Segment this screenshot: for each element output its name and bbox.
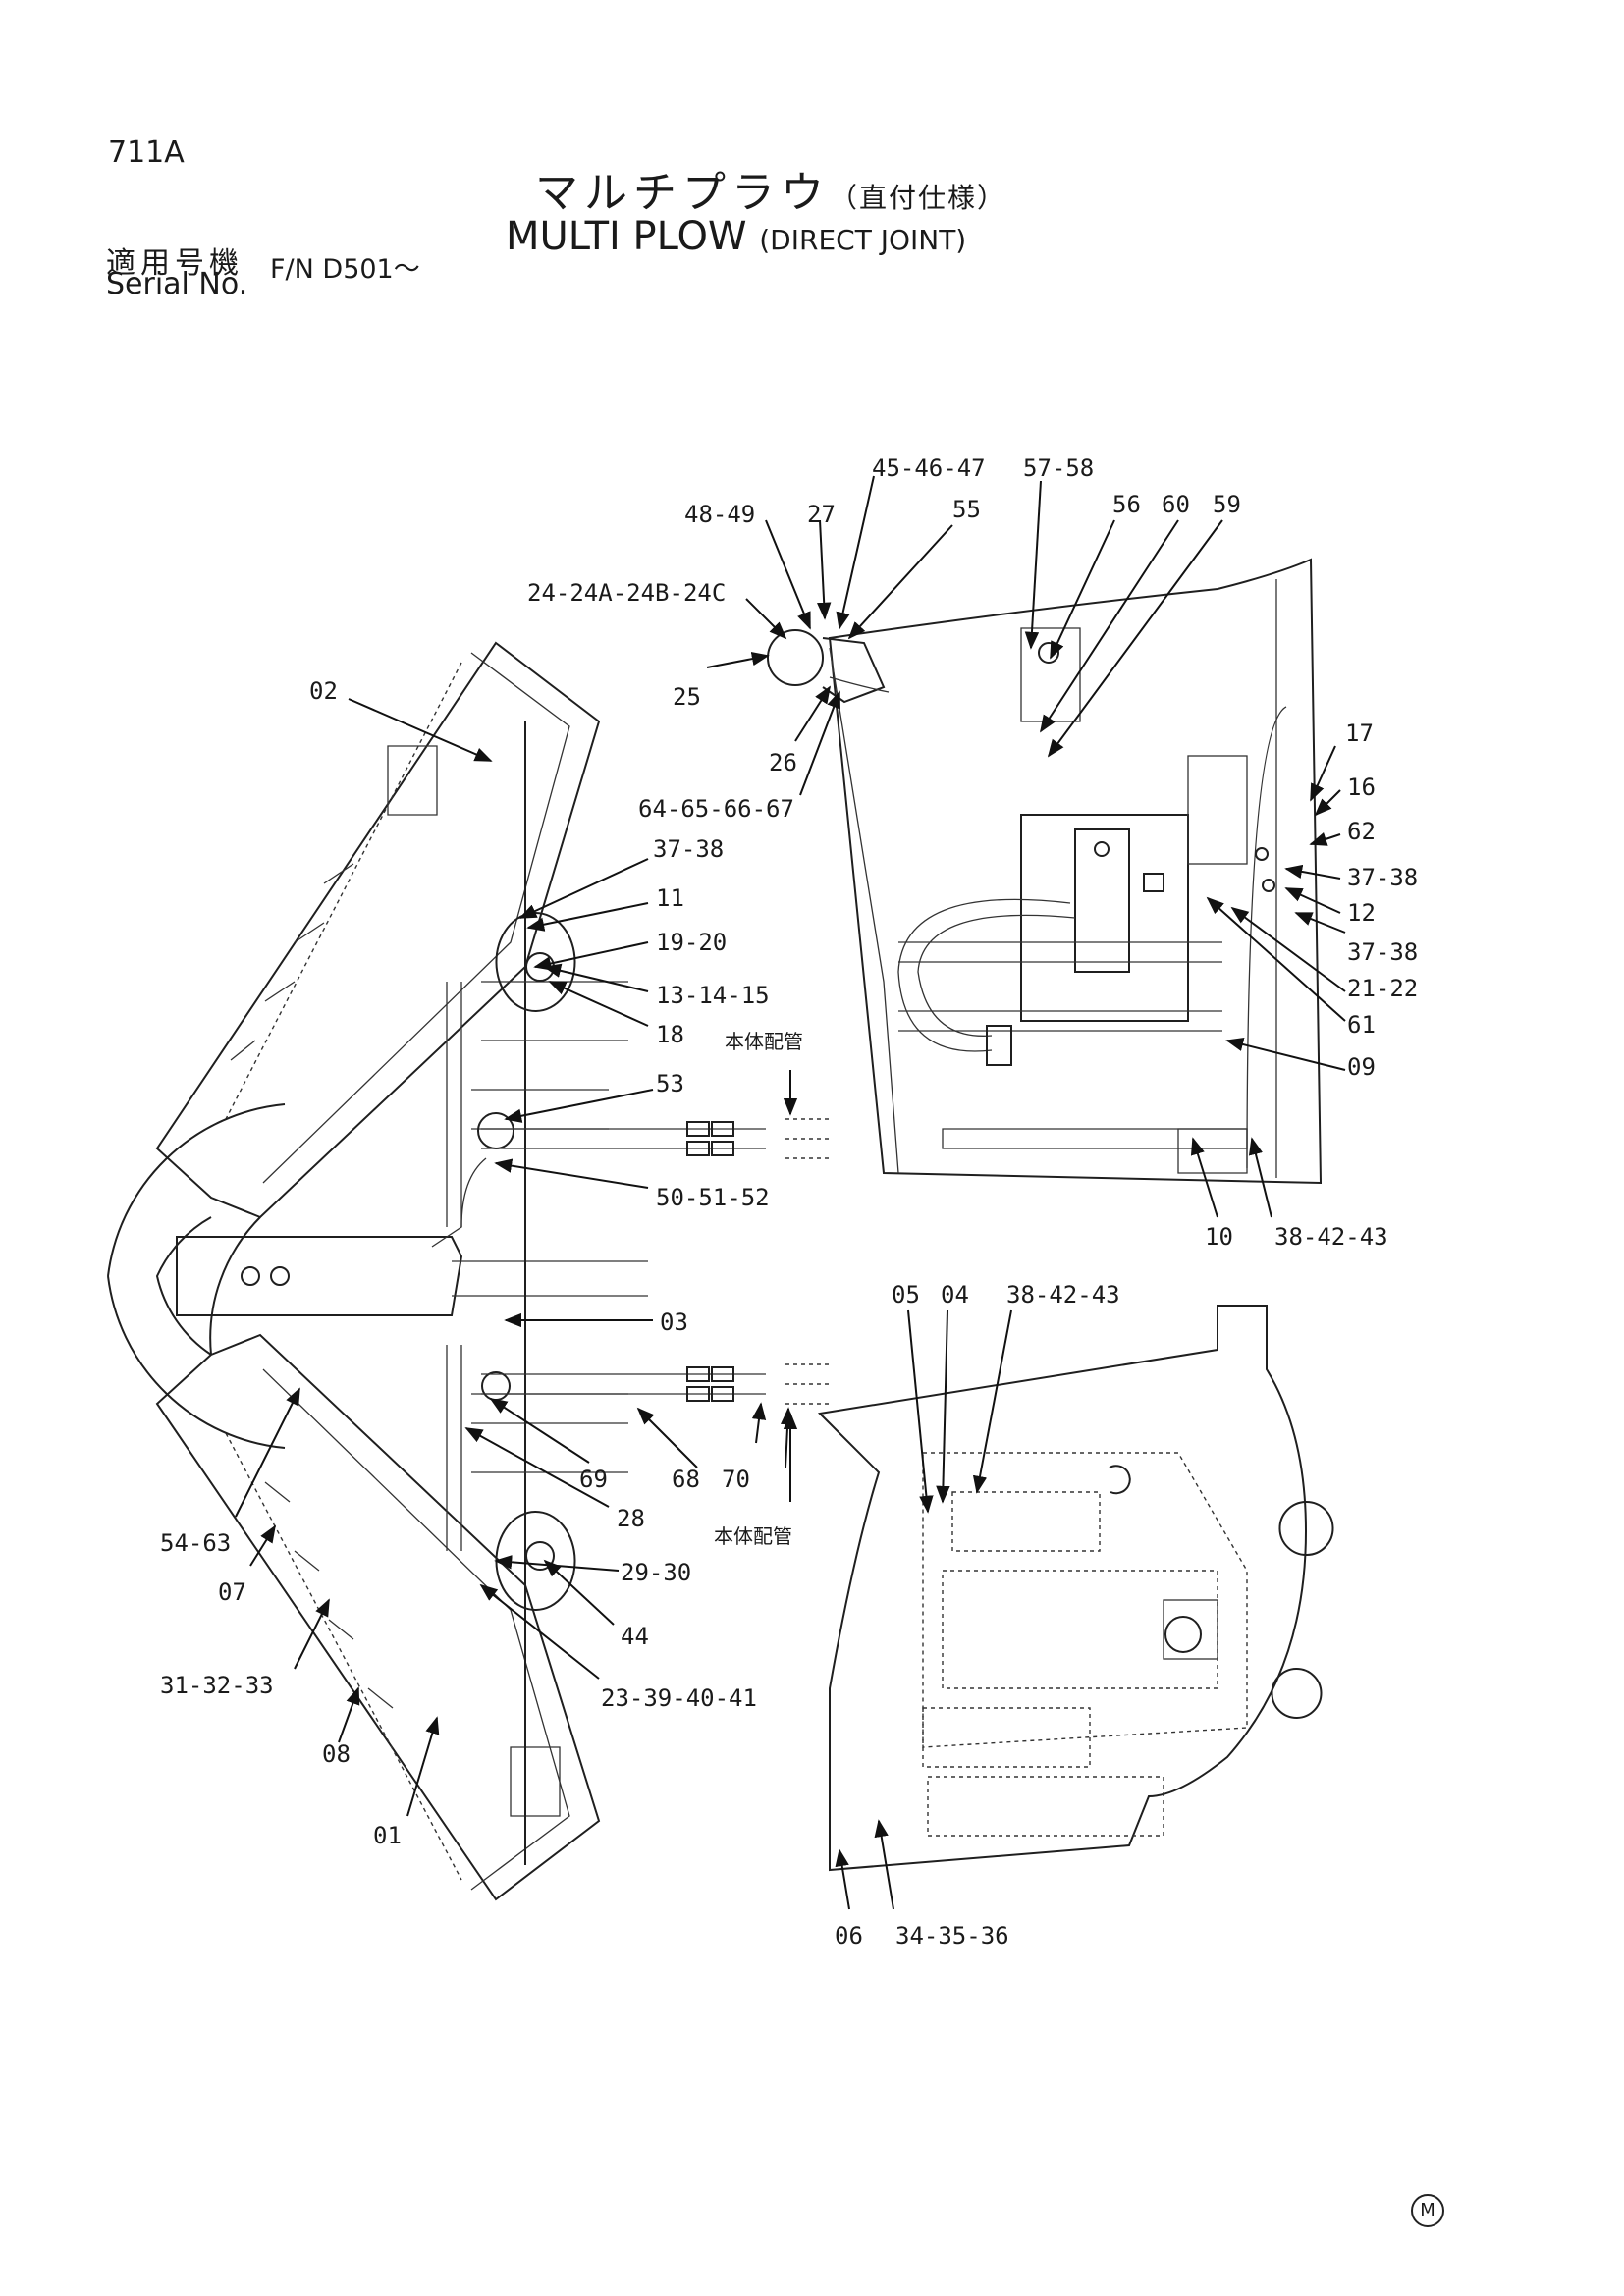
callout-23-39-40-41: 23-39-40-41 <box>601 1684 757 1712</box>
callout-37-38-right-upper: 37-38 <box>1347 864 1418 891</box>
callout-24-24A-24B-24C: 24-24A-24B-24C <box>527 579 726 607</box>
callout-labels: 02 37-38 11 19-20 13-14-15 18 本体配管 53 50… <box>160 454 1418 1949</box>
callout-28: 28 <box>617 1505 645 1532</box>
label-body-piping-top: 本体配管 <box>725 1030 803 1053</box>
callout-50-51-52: 50-51-52 <box>656 1184 770 1211</box>
callout-62: 62 <box>1347 818 1376 845</box>
serial-value: F/N D501～ <box>270 254 420 285</box>
callout-57-58: 57-58 <box>1023 454 1094 482</box>
callout-21-22: 21-22 <box>1347 975 1418 1002</box>
plow-rear-view <box>767 558 1323 1185</box>
callout-16: 16 <box>1347 774 1376 801</box>
title-en-sub: (DIRECT JOINT) <box>759 224 967 256</box>
callout-54-63: 54-63 <box>160 1529 231 1557</box>
callout-68: 68 <box>672 1466 700 1493</box>
callout-26: 26 <box>769 749 797 776</box>
callout-05: 05 <box>892 1281 920 1308</box>
callout-31-32-33: 31-32-33 <box>160 1672 274 1699</box>
callout-69: 69 <box>579 1466 608 1493</box>
callout-11: 11 <box>656 884 684 912</box>
callout-18: 18 <box>656 1021 684 1048</box>
callout-03: 03 <box>660 1308 688 1336</box>
callout-64-65-66-67: 64-65-66-67 <box>638 795 794 823</box>
callout-34-35-36: 34-35-36 <box>895 1922 1009 1949</box>
title-english: MULTI PLOW (DIRECT JOINT) <box>506 214 966 259</box>
callout-04: 04 <box>941 1281 969 1308</box>
page-code: 711A <box>108 135 185 170</box>
callout-55: 55 <box>952 496 981 523</box>
callout-07: 07 <box>218 1578 246 1606</box>
callout-12: 12 <box>1347 899 1376 927</box>
callout-10: 10 <box>1205 1223 1233 1251</box>
callout-13-14-15: 13-14-15 <box>656 982 770 1009</box>
callout-48-49: 48-49 <box>684 501 755 528</box>
callout-01: 01 <box>373 1822 402 1849</box>
title-ja-main: マルチプラウ <box>535 168 830 218</box>
callout-53: 53 <box>656 1070 684 1097</box>
callout-61: 61 <box>1347 1011 1376 1039</box>
callout-38-42-43-lower: 38-42-43 <box>1006 1281 1120 1308</box>
callout-45-46-47: 45-46-47 <box>872 454 986 482</box>
plow-side-view <box>817 1305 1334 1872</box>
serial-label-ja: 適用号機 <box>106 246 244 281</box>
callout-60: 60 <box>1162 491 1190 518</box>
leader-lines <box>235 475 1346 1910</box>
title-en-main: MULTI PLOW <box>506 214 747 259</box>
callout-17: 17 <box>1345 720 1374 747</box>
callout-27: 27 <box>807 501 836 528</box>
callout-25: 25 <box>673 683 701 711</box>
circled-m-mark: M <box>1411 2194 1444 2227</box>
callout-02: 02 <box>309 677 338 705</box>
callout-06: 06 <box>835 1922 863 1949</box>
callout-37-38-left: 37-38 <box>653 835 724 863</box>
title-japanese: マルチプラウ（直付仕様） <box>535 157 1006 220</box>
callout-08: 08 <box>322 1740 351 1768</box>
label-body-piping-bottom: 本体配管 <box>714 1524 792 1548</box>
callout-38-42-43-upper: 38-42-43 <box>1274 1223 1388 1251</box>
serial-label-en: Serial No. <box>106 267 248 301</box>
callout-70: 70 <box>722 1466 750 1493</box>
callout-37-38-right-lower: 37-38 <box>1347 938 1418 966</box>
title-ja-sub: （直付仕様） <box>830 182 1007 214</box>
callout-59: 59 <box>1213 491 1241 518</box>
callout-44: 44 <box>621 1623 649 1650</box>
callout-56: 56 <box>1112 491 1141 518</box>
callout-19-20: 19-20 <box>656 929 727 956</box>
callout-29-30: 29-30 <box>621 1559 691 1586</box>
callout-09: 09 <box>1347 1053 1376 1081</box>
